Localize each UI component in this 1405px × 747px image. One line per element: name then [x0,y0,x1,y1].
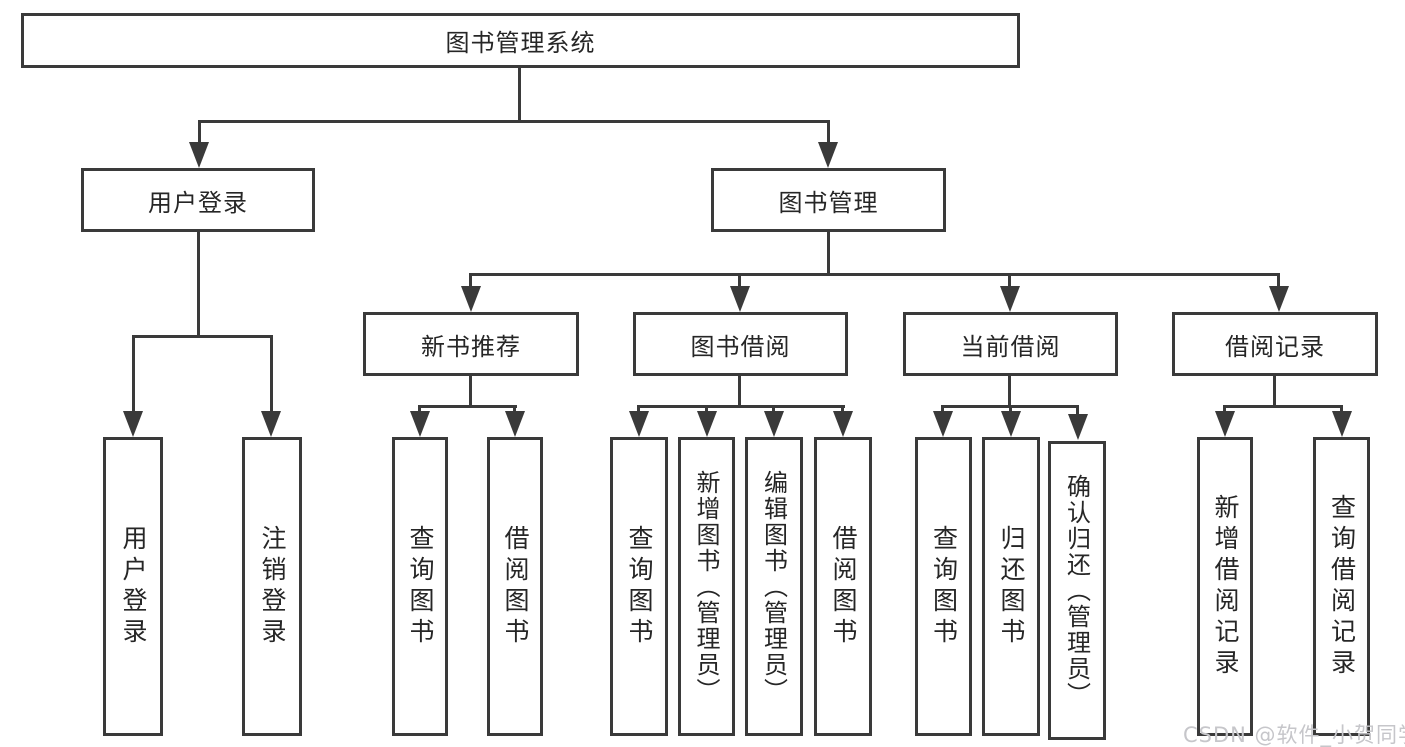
arrow-to-user-login [189,142,209,168]
node-user-login-label: 用户登录 [148,188,248,217]
connector-book-borrow-stem [738,376,741,405]
node-book-borrow: 图书借阅 [633,312,848,376]
leaf-label: 查询图书 [929,524,959,649]
arrow-to-new-books [461,286,481,312]
leaf-label: 归还图书 [997,524,1026,649]
connector-book-mgmt-stem [827,232,830,273]
connector-borrow-records-drop-1 [1223,405,1226,413]
connector-borrow-records-hline [1223,405,1343,408]
connector-drop-new-books [469,273,472,288]
arrow-to-book-mgmt [818,142,838,168]
csdn-watermark: CSDN @软件_小贺同学 [1183,723,1405,747]
connector-book-borrow-drop-3 [772,405,775,413]
arrow-new-books-leaf-1 [410,411,430,437]
leaf-new-books-query: 查询图书 [392,437,448,736]
connector-book-borrow-drop-4 [841,405,844,413]
node-current-borrow-label: 当前借阅 [960,332,1061,361]
arrow-borrow-records-leaf-1 [1215,411,1235,437]
leaf-book-borrow-query: 查询图书 [610,437,668,736]
node-new-books: 新书推荐 [363,312,579,376]
arrow-book-borrow-leaf-4 [833,411,853,437]
leaf-current-borrow-return: 归还图书 [982,437,1040,736]
connector-current-borrow-drop-1 [941,405,944,413]
arrow-current-borrow-leaf-2 [1001,411,1021,437]
connector-current-borrow-stem [1008,376,1011,405]
node-user-login: 用户登录 [81,168,315,232]
node-root-library-system: 图书管理系统 [21,13,1020,68]
arrow-book-borrow-leaf-2 [697,411,717,437]
node-new-books-label: 新书推荐 [421,332,521,361]
arrow-to-user-login-leaf [123,411,143,437]
leaf-user-login: 用户登录 [103,437,163,736]
node-root-label: 图书管理系统 [445,29,596,57]
connector-drop-current-borrow [1008,273,1011,288]
leaf-label: 编辑图书（管理员） [759,469,788,704]
leaf-label: 查询借阅记录 [1327,493,1357,680]
arrow-borrow-records-leaf-2 [1332,411,1352,437]
connector-user-login-drop-left [132,335,135,413]
leaf-borrow-records-query: 查询借阅记录 [1313,437,1370,736]
node-book-borrow-label: 图书借阅 [690,332,791,361]
connector-root-stem [518,68,521,120]
connector-new-books-hline [418,405,517,408]
node-borrow-records: 借阅记录 [1172,312,1378,376]
arrow-book-borrow-leaf-3 [764,411,784,437]
connector-new-books-drop-2 [513,405,516,413]
node-book-mgmt: 图书管理 [711,168,946,232]
leaf-label: 查询图书 [625,524,654,649]
leaf-current-borrow-confirm-admin: 确认归还（管理员） [1048,441,1106,740]
arrow-current-borrow-leaf-3 [1068,414,1088,440]
leaf-label: 新增图书（管理员） [692,469,720,704]
node-current-borrow: 当前借阅 [903,312,1118,376]
connector-book-borrow-hline [637,405,845,408]
leaf-label: 借阅图书 [501,524,530,649]
leaf-logout-label: 注销登录 [258,524,287,649]
connector-book-mgmt-hline [469,273,1280,276]
arrow-to-book-borrow [730,286,750,312]
leaf-current-borrow-query: 查询图书 [915,437,972,736]
connector-root-drop-left [198,120,201,144]
leaf-new-books-borrow: 借阅图书 [487,437,543,736]
leaf-label: 查询图书 [406,524,435,649]
leaf-book-borrow-borrow: 借阅图书 [814,437,872,736]
connector-user-login-stem [197,232,200,335]
connector-borrow-records-drop-2 [1340,405,1343,413]
connector-drop-book-borrow [738,273,741,288]
leaf-label: 新增借阅记录 [1211,493,1240,680]
connector-borrow-records-stem [1273,376,1276,405]
connector-current-borrow-drop-3 [1076,405,1079,415]
connector-drop-borrow-records [1277,273,1280,288]
leaf-book-borrow-add-admin: 新增图书（管理员） [678,437,735,736]
arrow-book-borrow-leaf-1 [629,411,649,437]
connector-new-books-drop-1 [418,405,421,413]
leaf-borrow-records-add: 新增借阅记录 [1197,437,1253,736]
connector-root-drop-right [827,120,830,144]
connector-book-borrow-drop-2 [705,405,708,413]
node-borrow-records-label: 借阅记录 [1225,332,1325,361]
leaf-label: 确认归还（管理员） [1062,473,1091,708]
arrow-new-books-leaf-2 [505,411,525,437]
connector-root-hline [198,120,830,123]
leaf-user-login-label: 用户登录 [119,524,148,649]
node-book-mgmt-label: 图书管理 [778,188,879,217]
arrow-current-borrow-leaf-1 [933,411,953,437]
leaf-book-borrow-edit-admin: 编辑图书（管理员） [745,437,803,736]
connector-book-borrow-drop-1 [637,405,640,413]
arrow-to-current-borrow [1000,286,1020,312]
connector-user-login-hline [132,335,273,338]
connector-current-borrow-drop-2 [1009,405,1012,413]
arrow-to-borrow-records [1269,286,1289,312]
arrow-to-logout-leaf [261,411,281,437]
leaf-logout: 注销登录 [242,437,302,736]
connector-new-books-stem [469,376,472,405]
connector-user-login-drop-right [270,335,273,413]
leaf-label: 借阅图书 [829,524,858,649]
